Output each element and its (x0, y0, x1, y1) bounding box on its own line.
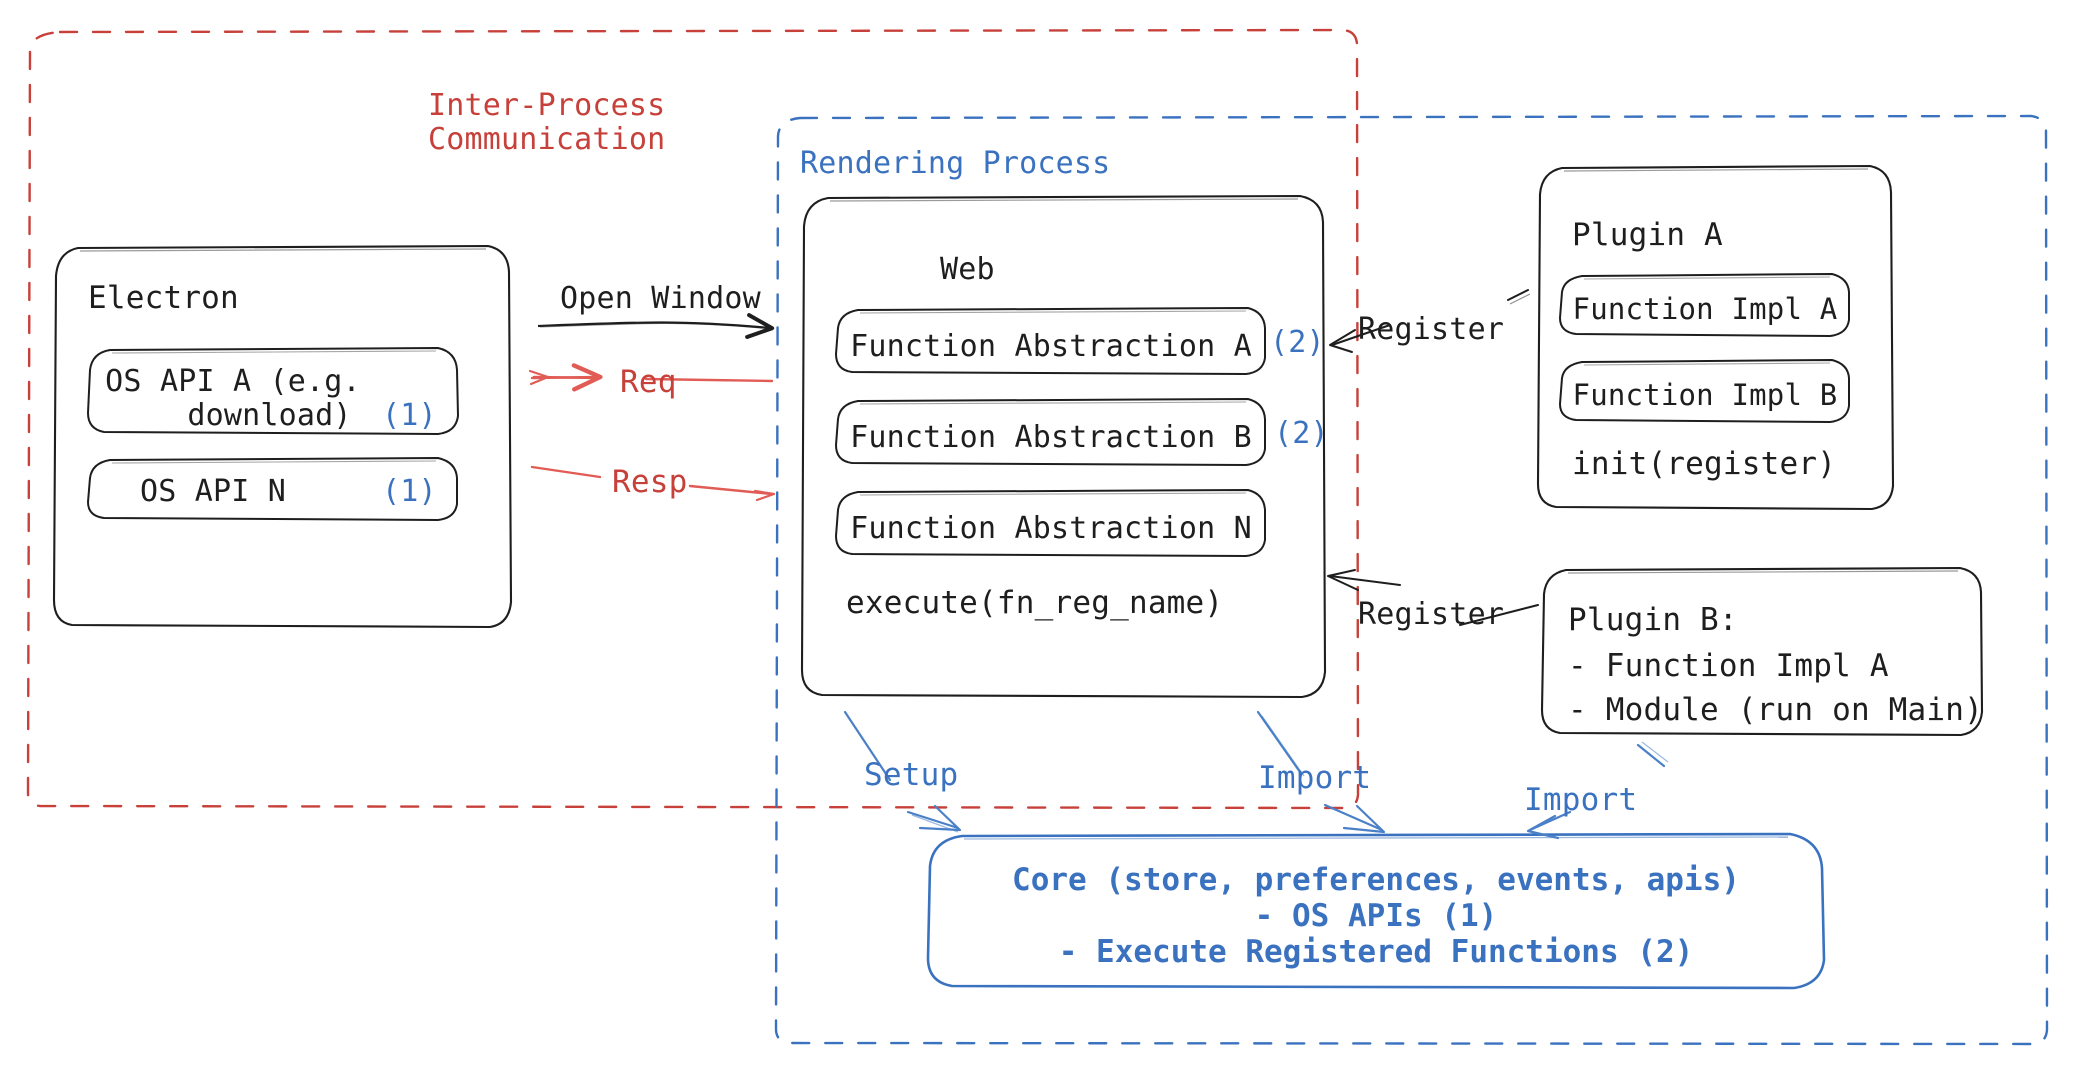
edge-open-window (537, 313, 775, 339)
plugin-b-line-1: - Function Impl A (1568, 648, 1889, 684)
electron-box (52, 244, 513, 629)
edge-import-plugin-b-label: Import (1524, 782, 1638, 818)
core-line-2: - OS APIs (1) (1254, 898, 1498, 934)
ipc-region-label-line1: Inter-Process (428, 88, 666, 123)
plugin-b-line-2: - Module (run on Main) (1568, 692, 1983, 728)
function-abstraction-b-label: Function Abstraction B (850, 420, 1252, 455)
core-box (926, 832, 1826, 990)
ipc-region-label-line2: Communication (428, 122, 666, 157)
edge-import-web (1256, 710, 1386, 834)
plugin-b-title: Plugin B: (1568, 602, 1738, 638)
web-footer-execute: execute(fn_reg_name) (846, 585, 1224, 621)
core-line-3: - Execute Registered Functions (2) (1058, 934, 1694, 970)
os-api-a-marker: (1) (382, 398, 437, 433)
rendering-process-region-border (774, 114, 2049, 1046)
function-impl-a-label: Function Impl A (1572, 292, 1838, 326)
plugin-a-box (1536, 164, 1895, 511)
edge-open-window-label: Open Window (560, 281, 761, 316)
web-title: Web (940, 252, 995, 287)
ipc-region-border (26, 28, 1360, 810)
os-api-n-label: OS API N (139, 474, 287, 509)
os-api-n-box (87, 457, 458, 521)
edge-resp-label: Resp (612, 464, 688, 500)
edge-register-plugin-b-label: Register (1358, 597, 1505, 632)
edge-setup-label: Setup (864, 757, 959, 793)
os-api-a-box (87, 347, 459, 435)
edge-register-plugin-a (1329, 289, 1531, 353)
function-impl-a-box (1559, 273, 1850, 337)
os-api-a-label-line1: OS API A (e.g. (105, 364, 361, 399)
plugin-a-footer-init: init(register) (1572, 446, 1837, 482)
function-abstraction-b-box (835, 398, 1266, 466)
plugin-a-title: Plugin A (1572, 217, 1723, 253)
function-abstraction-n-label: Function Abstraction N (850, 511, 1252, 546)
function-impl-b-label: Function Impl B (1572, 378, 1838, 412)
function-impl-b-box (1559, 359, 1850, 423)
os-api-n-marker: (1) (382, 474, 437, 509)
plugin-b-box (1540, 566, 1984, 737)
edge-import-plugin-b (1526, 741, 1669, 840)
edge-register-plugin-a-label: Register (1358, 312, 1505, 347)
edge-setup (843, 710, 962, 833)
function-abstraction-b-marker: (2) (1274, 416, 1329, 451)
rendering-process-label: Rendering Process (800, 146, 1111, 181)
electron-title: Electron (88, 280, 239, 316)
edge-resp (530, 465, 776, 502)
function-abstraction-n-box (835, 489, 1266, 557)
os-api-a-label-line2: download) (114, 398, 352, 433)
function-abstraction-a-box (835, 307, 1266, 375)
function-abstraction-a-label: Function Abstraction A (850, 329, 1252, 364)
core-line-1: Core (store, preferences, events, apis) (1012, 862, 1740, 898)
edge-req-label: Req (620, 364, 677, 400)
edge-register-plugin-b (1327, 569, 1539, 626)
edge-req (528, 363, 774, 392)
edge-import-web-label: Import (1258, 760, 1372, 796)
function-abstraction-a-marker: (2) (1270, 325, 1325, 360)
